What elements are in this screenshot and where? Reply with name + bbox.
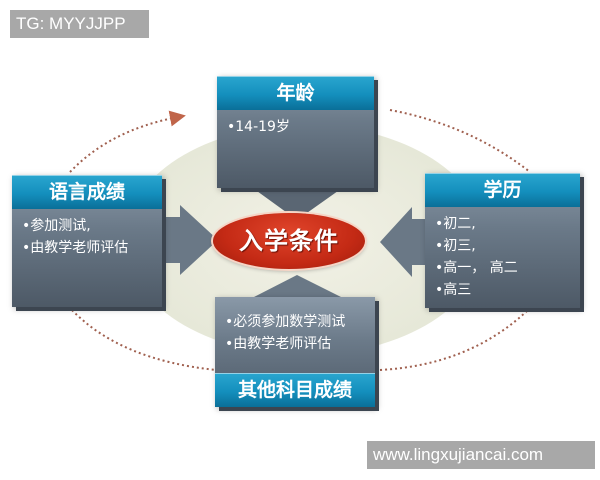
age-box: 年龄 •14-19岁 [217, 76, 374, 188]
language-score-box: 语言成绩 •参加测试, •由教学老师评估 [12, 175, 162, 307]
language-score-item: •参加测试, [22, 218, 91, 234]
language-score-title: 语言成绩 [12, 175, 162, 209]
admission-requirements-oval: 入学条件 [213, 213, 365, 269]
watermark-top-left: TG: MYYJJPP [10, 10, 149, 38]
education-list: •初二, •初三, •高一， 高二 •高三 [425, 207, 580, 307]
education-item: •高三 [435, 282, 472, 298]
other-subjects-list: •必须参加数学测试 •由教学老师评估 [215, 297, 375, 361]
other-subjects-item: •由教学老师评估 [225, 336, 332, 352]
other-subjects-box: •必须参加数学测试 •由教学老师评估 其他科目成绩 [215, 297, 375, 407]
language-score-item: •由教学老师评估 [22, 240, 129, 256]
other-subjects-title: 其他科目成绩 [215, 373, 375, 407]
education-item: •高一， 高二 [435, 260, 518, 276]
education-item: •初三, [435, 238, 476, 254]
language-score-list: •参加测试, •由教学老师评估 [12, 209, 162, 265]
age-title: 年龄 [217, 76, 374, 110]
arrow-down-icon [250, 180, 345, 220]
arrow-left-icon [380, 207, 430, 277]
education-title: 学历 [425, 173, 580, 207]
education-item: •初二, [435, 216, 476, 232]
arrow-right-icon [160, 205, 218, 275]
age-list: •14-19岁 [217, 110, 374, 144]
age-item: •14-19岁 [227, 119, 290, 135]
education-box: 学历 •初二, •初三, •高一， 高二 •高三 [425, 173, 580, 308]
other-subjects-item: •必须参加数学测试 [225, 314, 346, 330]
watermark-bottom-right: www.lingxujiancai.com [367, 441, 595, 469]
